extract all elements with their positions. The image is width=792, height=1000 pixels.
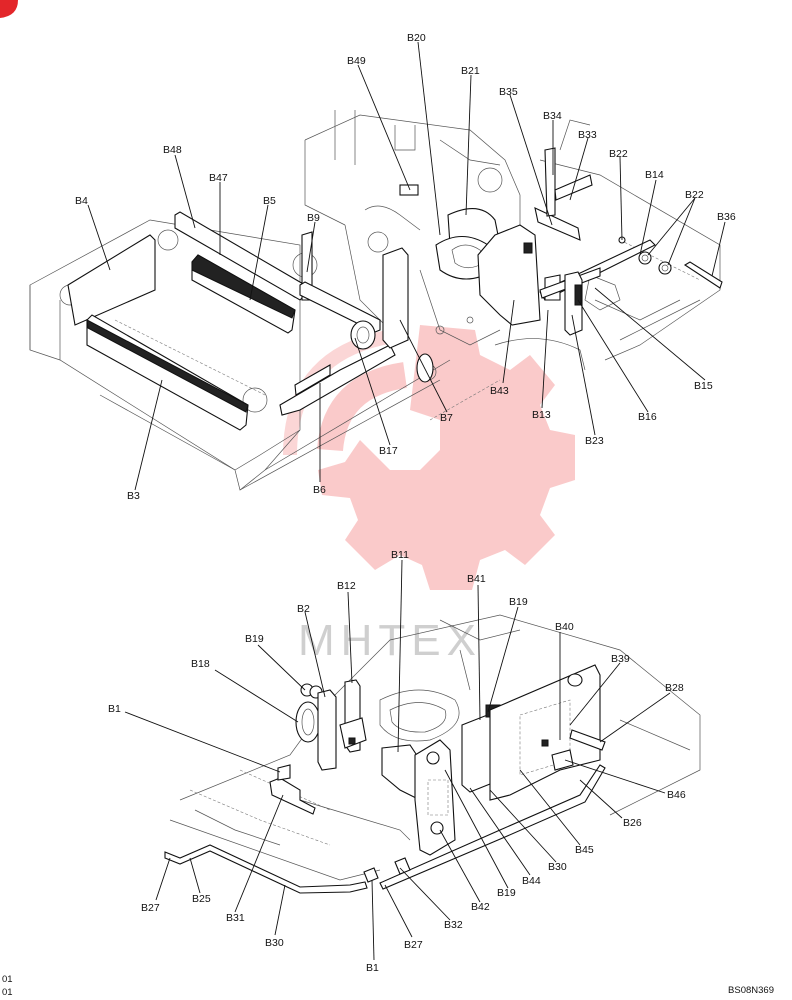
label-b22-upper: B22 xyxy=(609,148,628,160)
label-b27-bottom: B27 xyxy=(404,939,423,951)
label-b30-bottom: B30 xyxy=(265,937,284,949)
label-b40: B40 xyxy=(555,621,574,633)
label-b12: B12 xyxy=(337,580,356,592)
label-b28: B28 xyxy=(665,682,684,694)
label-b26: B26 xyxy=(623,817,642,829)
footer-left-line-1: 01 xyxy=(2,974,13,985)
label-b39: B39 xyxy=(611,653,630,665)
label-b19-top: B19 xyxy=(509,596,528,608)
watermark-text: МНТЕХ xyxy=(298,616,482,665)
label-b48: B48 xyxy=(163,144,182,156)
label-b16: B16 xyxy=(638,411,657,423)
label-b45: B45 xyxy=(575,844,594,856)
label-b31: B31 xyxy=(226,912,245,924)
label-b13: B13 xyxy=(532,409,551,421)
label-b30-right: B30 xyxy=(548,861,567,873)
label-b19-left: B19 xyxy=(245,633,264,645)
corner-marker-icon xyxy=(0,0,18,18)
lower-frame-assembly xyxy=(164,614,701,894)
label-b36: B36 xyxy=(717,211,736,223)
label-b33: B33 xyxy=(578,129,597,141)
label-b25: B25 xyxy=(192,893,211,905)
upper-frame-assembly xyxy=(29,110,723,491)
leader-lines xyxy=(87,41,726,961)
label-b43: B43 xyxy=(490,385,509,397)
label-b18: B18 xyxy=(191,658,210,670)
label-b2: B2 xyxy=(297,603,310,615)
label-b6: B6 xyxy=(313,484,326,496)
label-b41: B41 xyxy=(467,573,486,585)
label-b22-right: B22 xyxy=(685,189,704,201)
label-b21: B21 xyxy=(461,65,480,77)
label-b14: B14 xyxy=(645,169,664,181)
label-b35: B35 xyxy=(499,86,518,98)
label-b42: B42 xyxy=(471,901,490,913)
label-b44: B44 xyxy=(522,875,541,887)
label-b34: B34 xyxy=(543,110,562,122)
label-b46: B46 xyxy=(667,789,686,801)
label-b7: B7 xyxy=(440,412,453,424)
label-b23: B23 xyxy=(585,435,604,447)
label-b3: B3 xyxy=(127,490,140,502)
label-b20: B20 xyxy=(407,32,426,44)
label-b9: B9 xyxy=(307,212,320,224)
label-b47: B47 xyxy=(209,172,228,184)
label-b17: B17 xyxy=(379,445,398,457)
watermark-logo-icon xyxy=(283,325,575,590)
label-b1-bottom: B1 xyxy=(366,962,379,974)
callout-labels: B20 B49 B21 B35 B34 B33 B22 B14 B22 B36 … xyxy=(75,32,736,974)
label-b49: B49 xyxy=(347,55,366,67)
label-b27-left: B27 xyxy=(141,902,160,914)
footer-left-line-2: 01 xyxy=(2,987,13,998)
label-b19-bottom: B19 xyxy=(497,887,516,899)
footer-drawing-code: BS08N369 xyxy=(728,985,774,996)
label-b1-left: B1 xyxy=(108,703,121,715)
label-b4: B4 xyxy=(75,195,88,207)
label-b32: B32 xyxy=(444,919,463,931)
label-b15: B15 xyxy=(694,380,713,392)
label-b11: B11 xyxy=(391,549,409,561)
label-b5: B5 xyxy=(263,195,276,207)
